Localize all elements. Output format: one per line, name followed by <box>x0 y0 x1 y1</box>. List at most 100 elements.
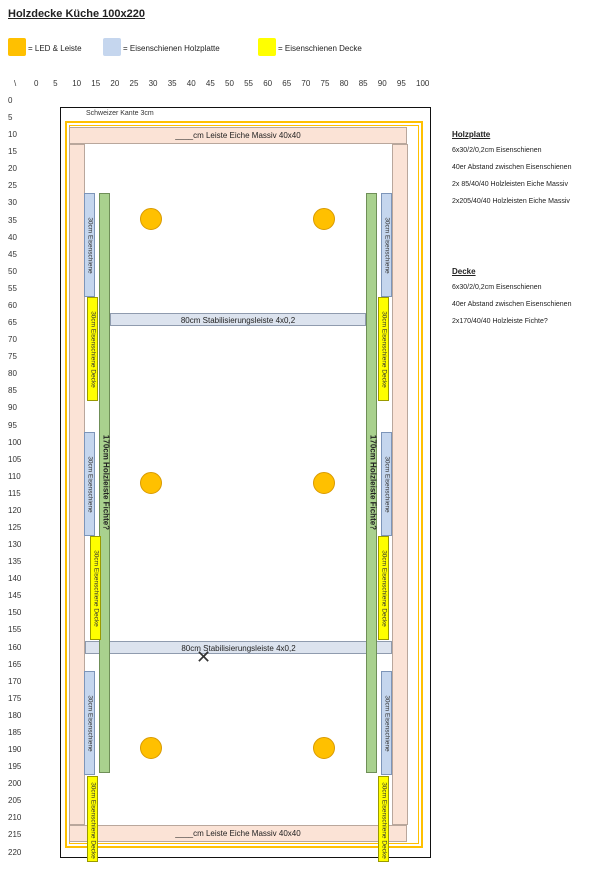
green-bar-right-label: 170cm Holzleiste Fichte? <box>368 434 378 531</box>
legend-label-holzplatte: = Eisenschienen Holzplatte <box>123 44 220 53</box>
x-tick-label: 95 <box>396 79 406 88</box>
blue-rail-label: 30cm Eisenschiene <box>86 217 94 274</box>
y-tick-label: 200 <box>8 779 22 789</box>
y-tick-label: 85 <box>8 386 17 396</box>
right-oak-bar <box>392 144 408 825</box>
x-tick-label: 15 <box>91 79 101 88</box>
y-tick-label: 170 <box>8 676 22 686</box>
blue-rail-left-3: 30cm Eisenschiene <box>84 671 95 775</box>
y-tick-label: 10 <box>8 130 17 140</box>
outer-frame <box>60 107 431 858</box>
y-tick-label: 50 <box>8 266 17 276</box>
blue-rail-left-2: 30cm Eisenschiene <box>84 432 95 536</box>
blue-rail-label: 30cm Eisenschiene <box>383 695 391 752</box>
y-tick-label: 210 <box>8 813 22 823</box>
yellow-rail-label: 30cm Eisenschiene Decke <box>89 311 97 388</box>
y-tick-label: 160 <box>8 642 22 652</box>
x-tick-label: 60 <box>263 79 273 88</box>
led-spot <box>140 472 162 494</box>
x-tick-label: 90 <box>377 79 387 88</box>
yellow-rail-label: 30cm Eisenschiene Decke <box>380 550 388 627</box>
y-tick-label: 115 <box>8 488 21 498</box>
y-tick-label: 70 <box>8 335 17 345</box>
y-tick-label: 150 <box>8 608 22 618</box>
yellow-rail-left-3: 30cm Eisenschiene Decke <box>87 776 98 862</box>
blue-rail-right-2: 30cm Eisenschiene <box>381 432 392 536</box>
led-spot <box>313 472 335 494</box>
blue-rail-left-1: 30cm Eisenschiene <box>84 193 95 297</box>
y-tick-label: 65 <box>8 318 17 328</box>
edge-label: Schweizer Kante 3cm <box>86 110 154 117</box>
bottom-oak-bar-label: ____cm Leiste Eiche Massiv 40x40 <box>175 829 301 838</box>
y-tick-label: 0 <box>8 96 13 105</box>
decke-line: 40er Abstand zwischen Eisenschienen <box>452 301 572 308</box>
blue-rail-right-1: 30cm Eisenschiene <box>381 193 392 297</box>
x-tick-label: 25 <box>129 79 139 88</box>
y-tick-label: 20 <box>8 164 17 174</box>
yellow-rail-label: 30cm Eisenschiene Decke <box>89 782 97 859</box>
green-bar-left: 170cm Holzleiste Fichte? <box>99 193 111 773</box>
y-tick-label: 120 <box>8 505 22 515</box>
yellow-rail-right-3: 30cm Eisenschiene Decke <box>378 776 389 862</box>
y-tick-label: 30 <box>8 198 17 208</box>
holzplatte-line: 2x 85/40/40 Holzleisten Eiche Massiv <box>452 181 568 188</box>
decke-line: 2x170/40/40 Holzleiste Fichte? <box>452 318 548 325</box>
legend-swatch-decke <box>258 38 276 56</box>
y-tick-label: 140 <box>8 574 22 584</box>
x-tick-label: 80 <box>339 79 349 88</box>
axis-corner: \ <box>14 79 17 88</box>
x-tick-label: 30 <box>148 79 158 88</box>
y-tick-label: 190 <box>8 745 22 755</box>
yellow-rail-left-1: 30cm Eisenschiene Decke <box>87 297 98 401</box>
y-tick-label: 195 <box>8 762 22 772</box>
legend-swatch-holzplatte <box>103 38 121 56</box>
y-tick-label: 185 <box>8 727 22 737</box>
stabilization-bar-1-label: 80cm Stabilisierungsleiste 4x0,2 <box>180 316 296 325</box>
yellow-rail-left-2: 30cm Eisenschiene Decke <box>90 536 101 640</box>
green-bar-left-label: 170cm Holzleiste Fichte? <box>101 434 111 531</box>
y-tick-label: 15 <box>8 147 17 157</box>
x-tick-label: 0 <box>34 79 39 88</box>
y-tick-label: 80 <box>8 369 17 379</box>
legend-swatch-led <box>8 38 26 56</box>
y-tick-label: 35 <box>8 215 17 225</box>
y-tick-label: 135 <box>8 557 22 567</box>
yellow-rail-label: 30cm Eisenschiene Decke <box>380 311 388 388</box>
y-tick-label: 5 <box>8 113 13 123</box>
y-tick-label: 105 <box>8 454 22 464</box>
top-oak-bar: ____cm Leiste Eiche Massiv 40x40 <box>69 127 407 144</box>
y-tick-label: 215 <box>8 830 22 840</box>
y-tick-label: 75 <box>8 352 17 362</box>
blue-rail-label: 30cm Eisenschiene <box>383 217 391 274</box>
decke-line: 6x30/2/0,2cm Eisenschienen <box>452 284 542 291</box>
y-tick-label: 60 <box>8 300 17 310</box>
yellow-rail-label: 30cm Eisenschiene Decke <box>380 782 388 859</box>
holzplatte-line: 40er Abstand zwischen Eisenschienen <box>452 164 572 171</box>
x-tick-label: 100 <box>416 79 430 88</box>
y-tick-label: 40 <box>8 232 17 242</box>
y-tick-label: 90 <box>8 403 17 413</box>
y-tick-label: 130 <box>8 540 22 550</box>
y-tick-label: 220 <box>8 847 22 857</box>
x-tick-label: 10 <box>72 79 82 88</box>
legend-label-decke: = Eisenschienen Decke <box>278 44 362 53</box>
stabilization-bar-2: 80cm Stabilisierungsleiste 4x0,2 <box>85 641 392 654</box>
x-tick-label: 45 <box>205 79 215 88</box>
cross-mark: ✕ <box>196 647 212 667</box>
legend-label-led: = LED & Leiste <box>28 44 82 53</box>
decke-heading: Decke <box>452 267 476 276</box>
blue-rail-label: 30cm Eisenschiene <box>86 456 94 513</box>
y-tick-label: 145 <box>8 591 22 601</box>
x-tick-label: 75 <box>320 79 330 88</box>
y-tick-label: 165 <box>8 659 22 669</box>
y-tick-label: 180 <box>8 710 22 720</box>
x-tick-label: 40 <box>186 79 196 88</box>
green-bar-right: 170cm Holzleiste Fichte? <box>366 193 378 773</box>
holzplatte-line: 6x30/2/0,2cm Eisenschienen <box>452 147 542 154</box>
page-title: Holzdecke Küche 100x220 <box>8 8 145 20</box>
holzplatte-heading: Holzplatte <box>452 130 491 139</box>
bottom-oak-bar: ____cm Leiste Eiche Massiv 40x40 <box>69 825 407 842</box>
stabilization-bar-1: 80cm Stabilisierungsleiste 4x0,2 <box>110 313 366 326</box>
y-tick-label: 155 <box>8 625 22 635</box>
led-spot <box>313 737 335 759</box>
